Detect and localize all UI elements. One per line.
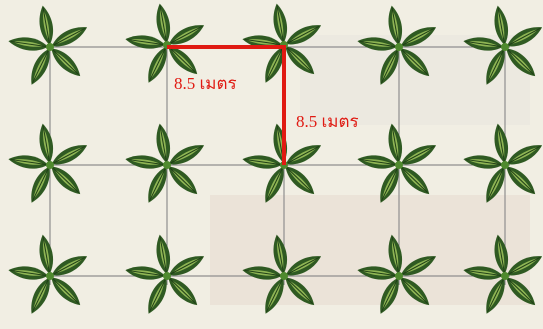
background-panel-lower: [210, 195, 530, 305]
vertical-spacing-label: 8.5 เมตร: [296, 108, 359, 135]
horizontal-spacing-label: 8.5 เมตร: [174, 70, 237, 97]
